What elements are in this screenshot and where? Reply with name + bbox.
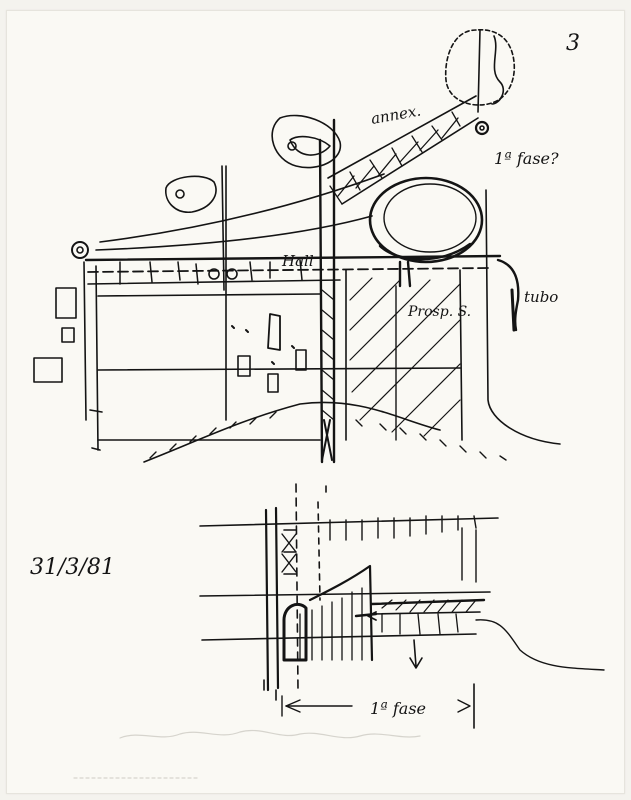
page-number: 3 [566, 31, 580, 56]
tube-label: tubo [524, 288, 558, 306]
sketch-date: 31/3/81 [30, 555, 115, 580]
elevation-sketch [33, 29, 561, 464]
hall-label: Hall [281, 252, 314, 270]
section-sketch [199, 483, 605, 729]
faint-pencil-marks [73, 729, 421, 779]
phase-label: 1ª fase [370, 699, 426, 718]
phase-question-label: 1ª fase? [494, 149, 559, 168]
prospect-label: Prosp. S. [407, 304, 471, 320]
annex-label: annex. [370, 101, 423, 127]
